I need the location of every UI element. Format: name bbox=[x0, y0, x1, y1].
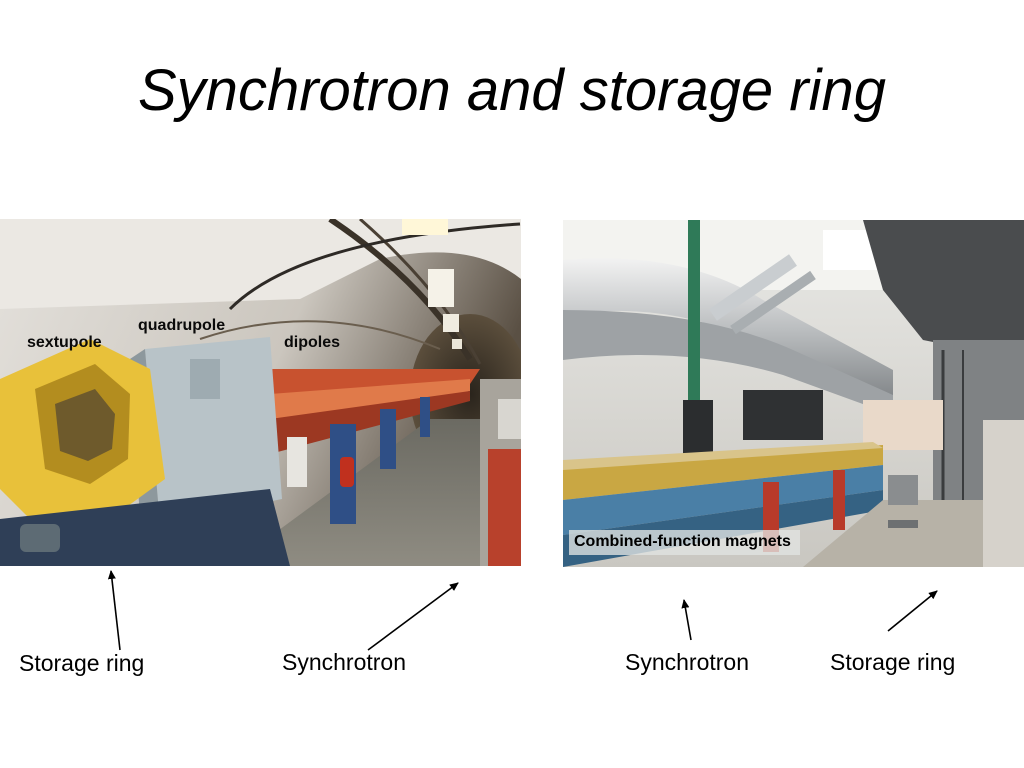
right-storage-ring-caption: Storage ring bbox=[830, 649, 956, 675]
right-synchrotron-caption: Synchrotron bbox=[625, 649, 750, 675]
right-synchrotron-arrow bbox=[681, 599, 692, 641]
storage-ring-photo: Combined-function magnets bbox=[563, 220, 1024, 567]
left-storage-ring-caption: Storage ring bbox=[19, 650, 145, 676]
combined-function-magnets-label: Combined-function magnets bbox=[569, 530, 800, 555]
quadrupole-label: quadrupole bbox=[138, 317, 226, 334]
left-synchrotron-arrow bbox=[367, 582, 459, 651]
tunnel-illustration bbox=[0, 219, 521, 566]
left-synchrotron-caption: Synchrotron bbox=[282, 649, 407, 675]
left-storage-ring-arrow bbox=[107, 570, 121, 651]
slide-title: Synchrotron and storage ring bbox=[138, 58, 886, 123]
right-storage-ring-arrow bbox=[887, 590, 938, 632]
tunnel-photo: sextupole quadrupole dipoles bbox=[0, 219, 521, 566]
storage-ring-illustration bbox=[563, 220, 1024, 567]
dipoles-label: dipoles bbox=[284, 334, 341, 351]
sextupole-label: sextupole bbox=[27, 334, 102, 351]
